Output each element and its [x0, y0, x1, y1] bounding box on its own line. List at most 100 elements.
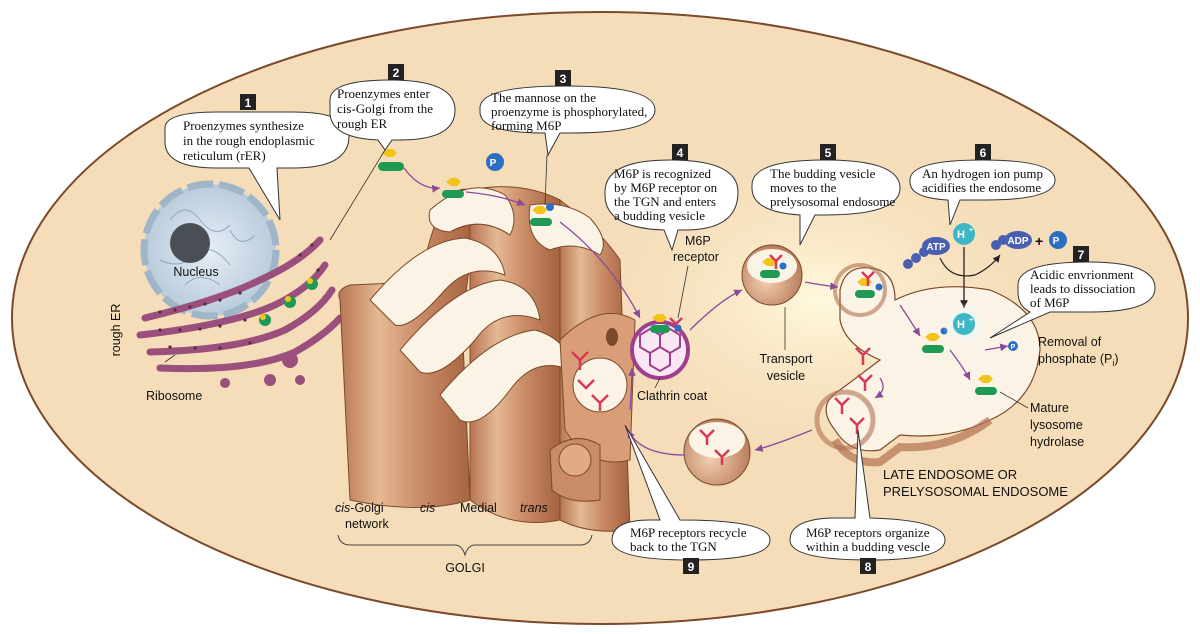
svg-text:moves to the: moves to the — [770, 180, 837, 195]
svg-text:reticulum (rER): reticulum (rER) — [183, 148, 266, 163]
svg-text:Proenzymes enter: Proenzymes enter — [337, 86, 430, 101]
svg-text:8: 8 — [865, 560, 872, 574]
step-4-callout: 4 M6P is recognized by M6P receptor on t… — [604, 144, 739, 252]
golgi-brace — [337, 534, 593, 557]
svg-text:leads to dissociation: leads to dissociation — [1030, 281, 1136, 296]
m6p-receptor-label: M6P receptor — [673, 234, 719, 319]
endosome-contents: P — [834, 271, 1018, 434]
cis-golgi-italic: cis — [335, 501, 350, 515]
step-6-callout: 6 An hydrogen ion pump acidifies the end… — [909, 144, 1056, 226]
svg-text:P: P — [1053, 236, 1060, 247]
svg-text:cis-Golgi: cis-Golgi — [335, 501, 384, 515]
step-5-callout: 5 The budding vesicle moves to the prely… — [751, 144, 901, 246]
trans-label: trans — [520, 501, 548, 515]
atp-label: ATP — [926, 242, 946, 253]
step-3-pointer — [544, 154, 548, 206]
svg-text:lysosome: lysosome — [1030, 418, 1083, 432]
svg-text:Removal of: Removal of — [1038, 335, 1102, 349]
late-endosome — [814, 263, 1041, 467]
svg-text:6: 6 — [980, 146, 987, 160]
step-2-pointer — [329, 149, 386, 241]
adp-molecule: ADP + P — [991, 231, 1067, 250]
step-9-callout: 9 M6P receptors recycle back to the TGN — [611, 424, 771, 574]
svg-text:rough ER: rough ER — [337, 116, 388, 131]
svg-text:+: + — [969, 227, 973, 234]
ribosome-dots — [158, 243, 320, 350]
transport-vesicle — [741, 244, 803, 306]
svg-text:forming M6P: forming M6P — [491, 118, 561, 133]
step-7-callout: 7 Acidic envrionment leads to dissociati… — [989, 246, 1156, 339]
rough-er-label: rough ER — [109, 304, 123, 357]
svg-text:M6P is recognized: M6P is recognized — [614, 166, 711, 181]
atp-molecule: ATP — [903, 237, 950, 269]
step-3-callout: 3 The mannose on the proenzyme is phosph… — [479, 70, 656, 157]
svg-text:the TGN and enters: the TGN and enters — [614, 194, 716, 209]
svg-text:+: + — [1035, 233, 1043, 249]
cis-golgi-suffix: -Golgi — [350, 501, 383, 515]
svg-text:+: + — [969, 317, 973, 324]
adp-label: ADP — [1007, 236, 1028, 247]
svg-text:H: H — [957, 319, 965, 331]
step-8-callout: 8 M6P receptors organize within a buddin… — [789, 429, 946, 574]
svg-text:5: 5 — [825, 146, 832, 160]
svg-text:P: P — [1011, 344, 1016, 351]
step-1-callout: 1 Proenzymes synthesize in the rough end… — [164, 94, 350, 221]
svg-text:An hydrogen ion pump: An hydrogen ion pump — [922, 166, 1043, 181]
svg-text:H: H — [957, 229, 965, 241]
svg-text:2: 2 — [393, 66, 400, 80]
svg-text:prelysosomal endosome: prelysosomal endosome — [770, 194, 896, 209]
svg-text:receptor: receptor — [673, 250, 719, 264]
svg-text:in the rough endoplasmic: in the rough endoplasmic — [183, 133, 315, 148]
late-endosome-label-2: PRELYSOSOMAL ENDOSOME — [883, 484, 1068, 499]
svg-text:acidifies the endosome: acidifies the endosome — [922, 180, 1041, 195]
proton-pump: H + H + — [942, 223, 986, 346]
pathway-arrows — [403, 167, 1009, 456]
svg-text:by M6P receptor on: by M6P receptor on — [614, 180, 718, 195]
svg-text:Mature: Mature — [1030, 401, 1069, 415]
svg-text:M6P receptors organize: M6P receptors organize — [806, 525, 930, 540]
svg-text:The mannose on the: The mannose on the — [491, 90, 596, 105]
svg-text:7: 7 — [1078, 248, 1085, 262]
er-enzymes — [259, 278, 318, 326]
svg-text:Proenzymes synthesize: Proenzymes synthesize — [183, 118, 304, 133]
cis-golgi-enzyme — [442, 178, 464, 198]
svg-text:1: 1 — [245, 96, 252, 110]
transport-label-1: Transport — [759, 352, 813, 366]
svg-text:cis-Golgi from the: cis-Golgi from the — [337, 101, 433, 116]
removal-label: Removal of phosphate (Pi) — [1038, 335, 1119, 368]
step2-enzyme — [378, 149, 404, 171]
svg-text:within a budding vescle: within a budding vescle — [806, 539, 930, 554]
pi-phosphate: P — [486, 153, 504, 171]
recycling-vesicle — [683, 418, 751, 486]
svg-text:of M6P: of M6P — [1030, 295, 1069, 310]
svg-text:4: 4 — [677, 146, 684, 160]
tgn-receptors — [571, 351, 609, 411]
svg-text:M6P receptors recycle: M6P receptors recycle — [630, 525, 747, 540]
svg-text:The budding vesicle: The budding vesicle — [770, 166, 876, 181]
golgi-label: GOLGI — [445, 561, 485, 575]
svg-text:9: 9 — [688, 560, 695, 574]
svg-text:3: 3 — [560, 72, 567, 86]
svg-text:proenzyme is phosphorylated,: proenzyme is phosphorylated, — [491, 104, 647, 119]
late-endosome-label-1: LATE ENDOSOME OR — [883, 467, 1017, 482]
medial-golgi-enzyme — [530, 203, 554, 226]
transport-label-2: vesicle — [767, 369, 805, 383]
medial-label: Medial — [460, 501, 497, 515]
nucleus: Nucleus — [140, 180, 280, 320]
ribosome-label: Ribosome — [146, 389, 202, 403]
nucleus-label: Nucleus — [173, 265, 218, 279]
svg-text:Acidic envrionment: Acidic envrionment — [1030, 267, 1134, 282]
golgi-stack — [338, 186, 636, 532]
svg-text:phosphate (Pi): phosphate (Pi) — [1038, 352, 1119, 368]
svg-text:a budding vesicle: a budding vesicle — [614, 208, 705, 223]
cis-golgi-network-label: network — [345, 517, 390, 531]
svg-text:hydrolase: hydrolase — [1030, 435, 1084, 449]
step-2-callout: 2 Proenzymes enter cis-Golgi from the ro… — [329, 64, 456, 151]
mature-hydrolase-label: Mature lysosome hydrolase — [999, 391, 1084, 449]
svg-text:M6P: M6P — [685, 234, 711, 248]
svg-text:back to the TGN: back to the TGN — [630, 539, 717, 554]
rough-er — [136, 236, 344, 388]
clathrin-label: Clathrin coat — [637, 389, 708, 403]
